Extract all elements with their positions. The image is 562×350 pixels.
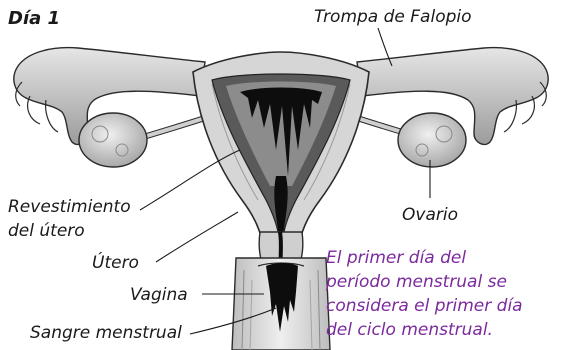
label-ovary: Ovario	[402, 204, 458, 226]
note-line: El primer día del	[326, 246, 523, 270]
diagram-title: Día 1	[8, 8, 60, 30]
label-uterus: Útero	[92, 252, 139, 274]
label-lining-line2: del útero	[8, 220, 85, 242]
left-ovary	[79, 113, 147, 167]
label-vagina: Vagina	[130, 284, 188, 306]
note-line: período menstrual se	[326, 270, 523, 294]
label-menstrual-blood: Sangre menstrual	[30, 322, 182, 344]
info-note: El primer día del período menstrual se c…	[326, 246, 523, 342]
label-fallopian-tube: Trompa de Falopio	[314, 6, 472, 28]
note-line: del ciclo menstrual.	[326, 318, 523, 342]
right-ovary	[398, 113, 466, 167]
leader-utero	[156, 212, 238, 262]
label-lining-line1: Revestimiento	[8, 196, 131, 218]
note-line: considera el primer día	[326, 294, 523, 318]
